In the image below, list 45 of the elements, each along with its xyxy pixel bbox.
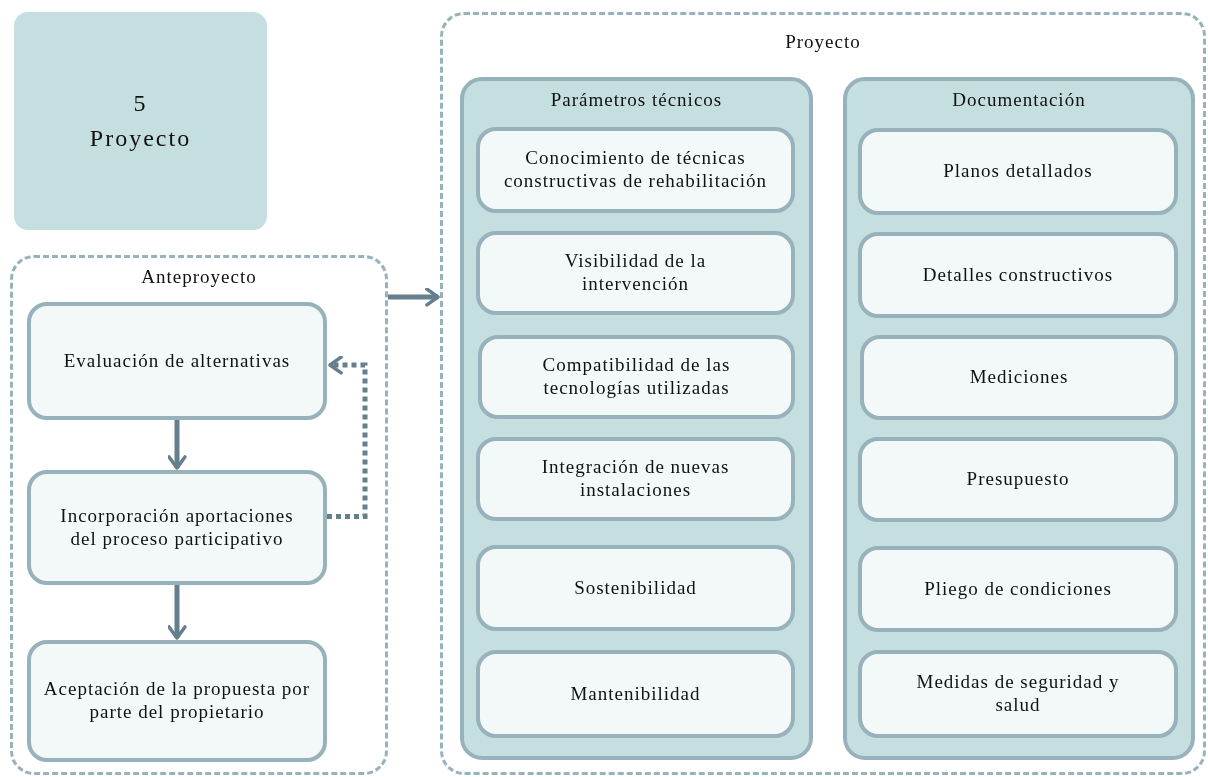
box-label: Presupuesto (966, 468, 1070, 491)
process-box (27, 302, 327, 420)
box-label: Proyecto (89, 124, 192, 153)
box-label: Medidas de seguridad y salud (915, 671, 1121, 717)
arrow (167, 585, 187, 640)
process-box (476, 437, 795, 521)
box-label: Aceptación de la propuesta por parte del propietario (42, 678, 312, 724)
group-panel (843, 77, 1195, 760)
process-box (858, 546, 1178, 632)
group-heading: Anteproyecto (140, 266, 258, 289)
process-box (476, 545, 795, 631)
arrow (167, 420, 187, 470)
group-panel (460, 77, 813, 760)
process-box (27, 640, 327, 762)
dashed-container (10, 255, 388, 775)
process-box (858, 437, 1178, 522)
box-label: Integración de nuevas instalaciones (540, 456, 731, 502)
process-box (476, 231, 795, 315)
box-label: Mediciones (969, 366, 1069, 389)
process-box (858, 232, 1178, 318)
box-label: Mantenibilidad (570, 682, 701, 706)
step-card (14, 12, 267, 230)
process-box (476, 650, 795, 738)
process-box (860, 335, 1178, 420)
box-label: Incorporación aportaciones del proceso participativo (59, 504, 295, 551)
group-heading: Documentación (951, 89, 1087, 112)
process-box (27, 470, 327, 585)
group-heading: Parámetros técnicos (549, 89, 724, 112)
box-label: Sostenibilidad (574, 576, 697, 600)
dashed-container (440, 12, 1206, 775)
box-label: Detalles constructivos (922, 263, 1114, 287)
step-number: 5 (133, 89, 148, 118)
box-label: Conocimiento de técnicas constructivas de rehabilitación (502, 147, 769, 193)
arrow (388, 287, 440, 307)
process-box (858, 128, 1178, 215)
dotted-arrow (327, 355, 368, 519)
box-label: Compatibilidad de las tecnologías utilizadas (541, 354, 732, 400)
process-box (476, 127, 795, 213)
process-box (478, 335, 795, 419)
group-heading: Proyecto (784, 31, 862, 54)
process-box (858, 650, 1178, 738)
box-label: Evaluación de alternativas (63, 349, 291, 373)
box-label: Planos detallados (943, 160, 1093, 183)
box-label: Pliego de condiciones (924, 577, 1112, 601)
box-label: Visibilidad de la intervención (563, 250, 708, 296)
